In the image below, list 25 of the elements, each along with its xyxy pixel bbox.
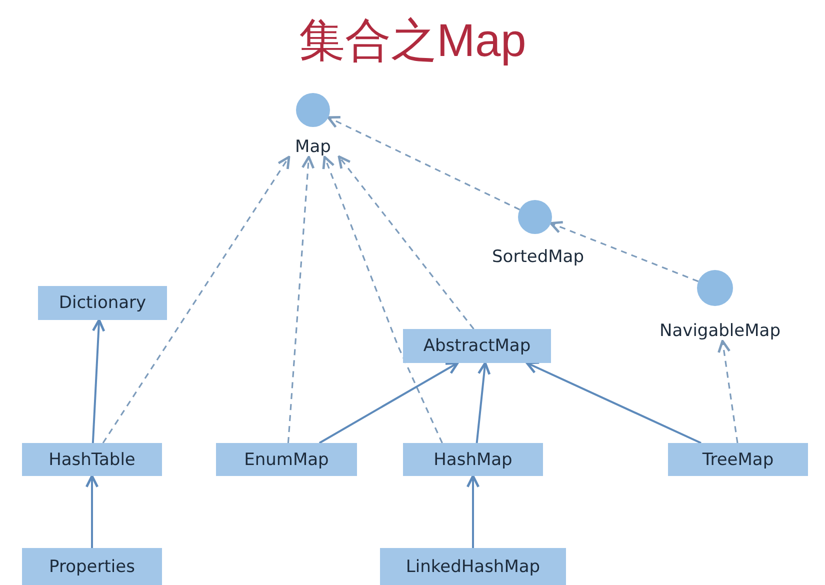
class-box: TreeMap xyxy=(668,443,808,476)
dashed-arrow xyxy=(102,156,290,444)
arrow xyxy=(476,362,491,444)
dashed-arrow xyxy=(287,156,315,444)
dashed-arrow xyxy=(550,220,699,282)
class-box: Dictionary xyxy=(38,286,167,320)
class-box: LinkedHashMap xyxy=(380,548,566,585)
interface-label: SortedMap xyxy=(492,247,584,267)
arrow xyxy=(92,318,106,444)
interface-label: NavigableMap xyxy=(660,321,780,341)
class-box: EnumMap xyxy=(216,443,357,476)
arrow xyxy=(466,474,480,548)
class-box: HashTable xyxy=(22,443,162,476)
dashed-arrow xyxy=(718,340,738,444)
class-box: AbstractMap xyxy=(403,329,551,363)
arrow xyxy=(318,362,459,444)
dashed-arrow xyxy=(327,116,520,210)
interface-label: Map xyxy=(295,137,331,157)
dashed-arrow xyxy=(338,155,474,330)
dashed-arrow xyxy=(322,156,443,444)
arrow xyxy=(85,474,99,548)
class-box: HashMap xyxy=(403,443,543,476)
class-box: Properties xyxy=(22,548,162,585)
title: 集合之Map xyxy=(298,13,528,68)
arrow xyxy=(526,361,702,444)
